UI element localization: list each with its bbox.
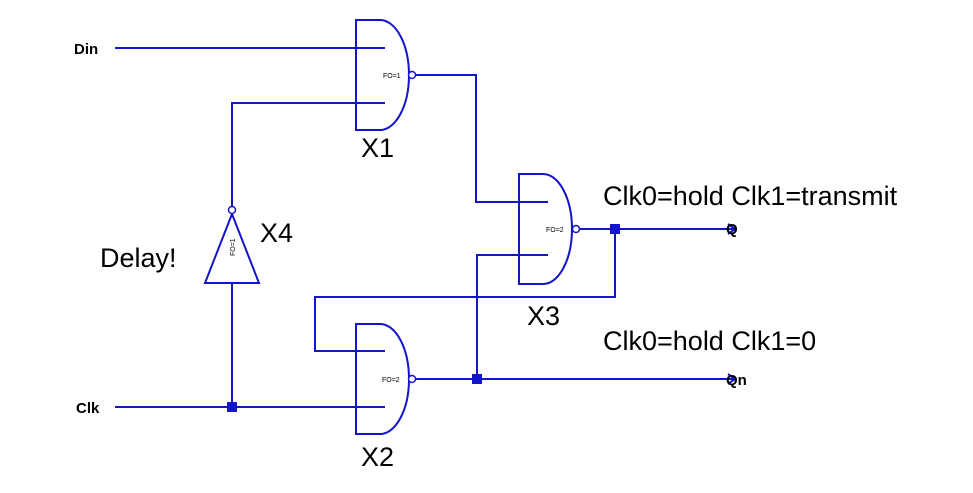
gate-x4: FO=1 — [203, 205, 261, 284]
wire-q-feedback — [314, 229, 616, 352]
port-label-din: Din — [74, 41, 98, 58]
qn-behavior-annotation: Clk0=hold Clk1=0 — [603, 326, 816, 356]
gate-x2: FO=2 — [355, 323, 417, 435]
delay-annotation: Delay! — [100, 243, 177, 273]
x3-output-bubble — [571, 224, 581, 234]
x3-fanout-label: FO=2 — [546, 227, 564, 234]
wire-x1-to-x3 — [415, 74, 519, 203]
wire-qn-feedback — [476, 254, 519, 379]
junction-clk — [227, 402, 237, 412]
gate-name-x2: X2 — [361, 442, 394, 472]
wire-x4-to-x1 — [231, 102, 356, 207]
x4-output-bubble — [227, 205, 237, 215]
gate-x3: FO=2 — [518, 173, 581, 285]
junction-q — [610, 224, 620, 234]
gate-name-x1: X1 — [361, 133, 394, 163]
port-label-clk: Clk — [76, 400, 100, 417]
port-label-q: Q — [726, 221, 738, 238]
port-stub-qn — [727, 373, 737, 385]
x2-fanout-label: FO=2 — [382, 377, 400, 384]
junction-qn — [472, 374, 482, 384]
port-label-qn: Qn — [726, 372, 747, 389]
port-stub-q — [727, 223, 737, 235]
q-behavior-annotation: Clk0=hold Clk1=transmit — [603, 181, 898, 211]
gate-x1: FO=1 — [355, 19, 417, 131]
x1-output-bubble — [407, 70, 417, 80]
x1-fanout-label: FO=1 — [383, 73, 401, 80]
gate-name-x3: X3 — [527, 301, 560, 331]
x2-output-bubble — [407, 374, 417, 384]
x4-fanout-label: FO=1 — [230, 238, 237, 256]
gate-name-x4: X4 — [260, 218, 293, 248]
